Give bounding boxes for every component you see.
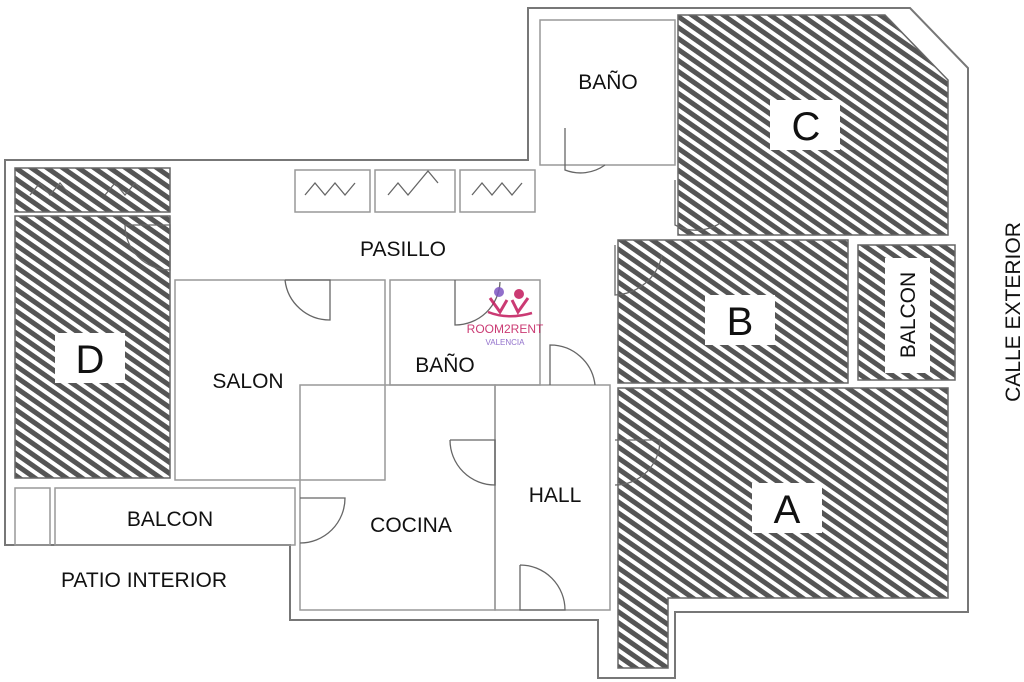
label-box-d: [55, 333, 125, 383]
label-box-c: [770, 100, 840, 150]
bano-top-walls: [539, 19, 676, 166]
label-bano-small: BAÑO: [415, 353, 475, 377]
label-box-b: [705, 295, 775, 345]
balcon-left-walls: [54, 487, 296, 546]
label-box-balcon-right: [885, 258, 930, 373]
room-d-top-strip: [14, 167, 171, 213]
label-cocina: COCINA: [370, 514, 452, 537]
label-room-a: A: [774, 488, 801, 532]
label-patio-interior: PATIO INTERIOR: [61, 569, 227, 592]
label-salon: SALON: [212, 370, 283, 393]
label-box-a: [752, 483, 822, 533]
salon-walls: [174, 279, 386, 481]
label-balcon-left: BALCON: [127, 508, 213, 531]
label-balcon-right: BALCON: [897, 272, 920, 358]
balcon-left-box: [14, 487, 51, 546]
logo-brand: ROOM2RENT: [467, 322, 544, 336]
label-calle-exterior: CALLE EXTERIOR: [1002, 222, 1024, 402]
label-hall: HALL: [529, 484, 582, 507]
label-room-d: D: [76, 338, 105, 382]
outer-wall: [4, 7, 969, 679]
closets: [29, 169, 536, 213]
logo-city: VALENCIA: [486, 338, 526, 347]
label-pasillo: PASILLO: [360, 238, 446, 261]
label-room-c: C: [792, 105, 821, 149]
label-room-b: B: [727, 300, 754, 344]
room2rent-logo: ROOM2RENT VALENCIA: [467, 287, 544, 347]
label-bano-top: BAÑO: [578, 70, 638, 94]
